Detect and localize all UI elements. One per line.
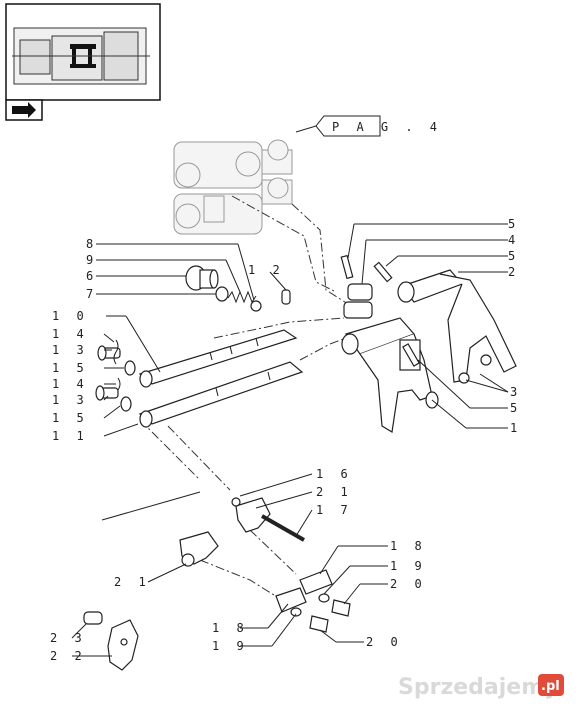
clip-20 bbox=[309, 599, 351, 633]
detent-plug-6 bbox=[185, 265, 219, 291]
sleeve-4-lower bbox=[343, 301, 373, 319]
bracket-21-upper bbox=[231, 497, 271, 533]
callout-13-a: 1 3 bbox=[52, 343, 89, 357]
callout-11: 1 1 bbox=[52, 429, 89, 443]
callout-18-b: 1 8 bbox=[212, 621, 249, 635]
gearbox-thumbnail-icon[interactable] bbox=[5, 3, 161, 101]
callout-6: 6 bbox=[86, 269, 98, 283]
pin-17 bbox=[261, 514, 305, 542]
callout-19-a: 1 9 bbox=[390, 559, 427, 573]
shift-rod-10 bbox=[138, 329, 298, 388]
callout-5-b: 5 bbox=[508, 249, 520, 263]
callout-1: 1 bbox=[510, 421, 522, 435]
callout-10: 1 0 bbox=[52, 309, 89, 323]
pin-13-lower bbox=[95, 385, 119, 401]
callout-2: 2 bbox=[508, 265, 520, 279]
leader-lines bbox=[71, 223, 509, 657]
shift-fork-2 bbox=[397, 269, 517, 384]
callout-12: 1 2 bbox=[248, 263, 285, 277]
shift-fork-1 bbox=[341, 317, 439, 433]
selector-housing-ghost bbox=[173, 139, 293, 235]
bracket-22 bbox=[107, 619, 139, 671]
callout-4: 4 bbox=[508, 233, 520, 247]
callout-20-a: 2 0 bbox=[390, 577, 427, 591]
next-page-arrow-icon[interactable] bbox=[5, 99, 43, 121]
callout-7: 7 bbox=[86, 287, 98, 301]
pin-12 bbox=[281, 289, 291, 305]
washer-19 bbox=[290, 593, 330, 617]
callout-20-b: 2 0 bbox=[366, 635, 403, 649]
spring-clip-14-upper bbox=[113, 339, 119, 365]
callout-21-a: 2 1 bbox=[316, 485, 353, 499]
detent-spring-9 bbox=[227, 290, 257, 304]
callout-14-b: 1 4 bbox=[52, 377, 89, 391]
bracket-21-lower bbox=[179, 531, 219, 567]
watermark-badge bbox=[538, 674, 564, 696]
washer-15-lower bbox=[120, 396, 132, 412]
watermark-brand: Sprzedajemy bbox=[398, 675, 559, 700]
callout-18-a: 1 8 bbox=[390, 539, 427, 553]
washer-7 bbox=[215, 286, 229, 302]
callout-9: 9 bbox=[86, 253, 98, 267]
callout-23: 2 3 bbox=[50, 631, 87, 645]
plate-18-upper bbox=[299, 569, 333, 595]
plate-18-lower bbox=[275, 587, 307, 613]
callout-16: 1 6 bbox=[316, 467, 353, 481]
callout-5-c: 5 bbox=[510, 401, 522, 415]
sleeve-4-upper bbox=[347, 283, 373, 301]
shift-rod-11 bbox=[138, 361, 304, 428]
pin-23 bbox=[83, 611, 103, 625]
page-reference[interactable]: P A G . 4 bbox=[295, 115, 442, 137]
callout-3: 3 bbox=[510, 385, 522, 399]
watermark: Sprzedajemy .pl bbox=[398, 674, 564, 700]
spring-clip-14-lower bbox=[117, 377, 121, 391]
roll-pin-5-c bbox=[402, 343, 420, 367]
callout-22: 2 2 bbox=[50, 649, 87, 663]
callout-15-b: 1 5 bbox=[52, 411, 89, 425]
washer-15-upper bbox=[124, 360, 136, 376]
detent-ball-8 bbox=[250, 300, 262, 312]
pin-13-upper bbox=[97, 345, 121, 361]
page-reference-label: P A G . 4 bbox=[332, 120, 442, 134]
callout-15-a: 1 5 bbox=[52, 361, 89, 375]
callout-17: 1 7 bbox=[316, 503, 353, 517]
callout-8: 8 bbox=[86, 237, 98, 251]
watermark-domain: .pl bbox=[541, 679, 560, 694]
roll-pin-5-b bbox=[373, 261, 393, 283]
callout-5-a: 5 bbox=[508, 217, 520, 231]
callout-14-a: 1 4 bbox=[52, 327, 89, 341]
callout-19-b: 1 9 bbox=[212, 639, 249, 653]
roll-pin-5-a bbox=[340, 254, 354, 280]
callout-21-b: 2 1 bbox=[114, 575, 151, 589]
callout-13-b: 1 3 bbox=[52, 393, 89, 407]
